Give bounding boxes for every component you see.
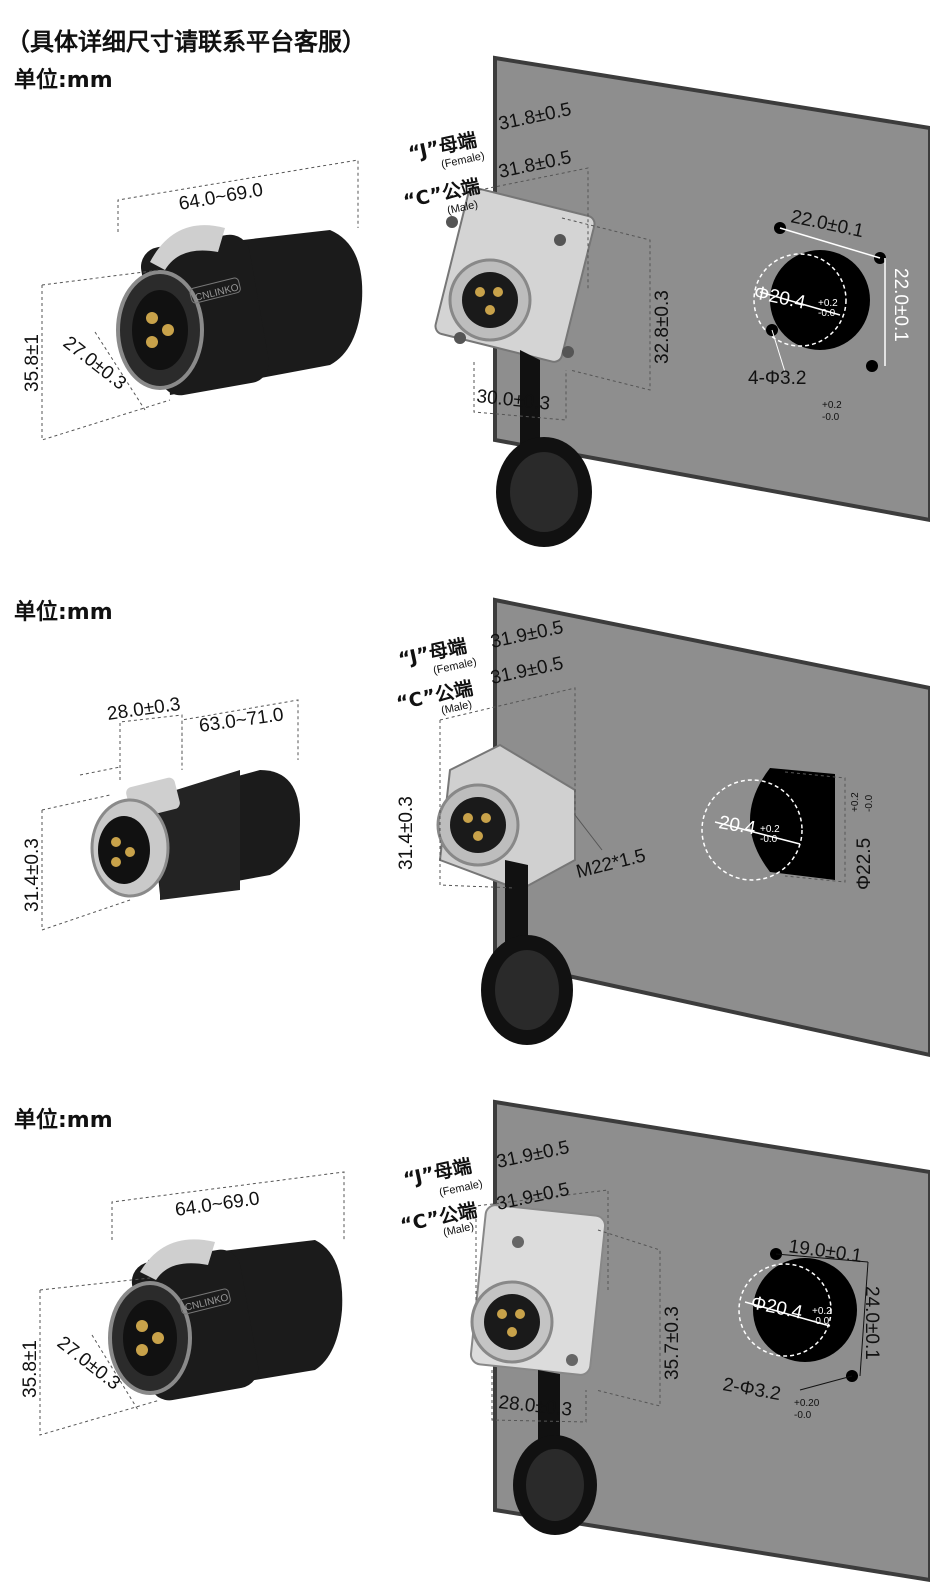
socket-height: 31.4±0.3 (396, 796, 417, 870)
plug-length: 64.0~69.0 (174, 1188, 261, 1221)
plug-height: 35.8±1 (22, 334, 43, 392)
dim-line (779, 227, 881, 259)
unit-label: 单位:mm (14, 600, 113, 625)
dia-tol-minus: -0.0 (818, 308, 836, 319)
dim-line (714, 821, 801, 845)
cutout-spacing-v: 24.0±0.1 (861, 1286, 882, 1360)
holes-tol-plus: +0.2 (822, 400, 842, 411)
diagram-section-2: 20.4 +0.2 -0.0 Φ22.5 +0.2 -0.0 “J”母端 (Fe… (22, 597, 930, 1058)
panel-socket (436, 743, 576, 1045)
holes-tol-plus: +0.20 (794, 1398, 820, 1409)
panel-cutout (770, 250, 870, 350)
dim-line (775, 1253, 869, 1263)
unit-label: 单位:mm (14, 68, 113, 93)
plug-length: 63.0~71.0 (198, 704, 285, 737)
dim-line (744, 1301, 831, 1327)
plug-length: 64.0~69.0 (177, 179, 264, 214)
dia-tol-plus: +0.2 (818, 298, 838, 309)
plug-height: 35.8±1 (20, 1340, 41, 1398)
panel-cutout (750, 768, 835, 880)
cutout-guide (738, 1263, 832, 1357)
plug-height: 31.4±0.3 (22, 838, 43, 912)
cable-plug (90, 770, 300, 900)
panel-cutout (753, 1258, 857, 1362)
dia-tol-plus: +0.2 (812, 1306, 832, 1317)
diagram-section-1: 22.0±0.1 22.0±0.1 Φ20.4 +0.2 -0.0 4-Φ3.2… (22, 55, 930, 547)
dia-tol-plus: +0.2 (850, 792, 861, 812)
dim-line (759, 291, 841, 316)
flat-tol-minus: -0.0 (760, 834, 778, 845)
socket-height: 35.7±0.3 (662, 1306, 683, 1380)
page-note: （具体详细尺寸请联系平台客服） (6, 28, 366, 56)
cable-plug: CNLINKO (116, 225, 363, 396)
cable-plug: CNLINKO (108, 1239, 343, 1401)
cutout-diameter: Φ22.5 (854, 838, 875, 890)
cutout-guide (701, 779, 803, 881)
dia-tol-minus: -0.0 (864, 794, 875, 812)
holes-tol-minus: -0.0 (794, 1410, 812, 1421)
cutout-spacing-v: 22.0±0.1 (890, 268, 911, 342)
flat-tol-plus: +0.2 (760, 824, 780, 835)
dim-line (859, 1261, 869, 1377)
holes-tol-minus: -0.0 (822, 412, 840, 423)
socket-height: 32.8±0.3 (652, 290, 673, 364)
leader-line (799, 1375, 853, 1391)
holes-spec: 4-Φ3.2 (748, 368, 806, 389)
mount-hole (866, 360, 878, 372)
panel-socket (434, 187, 596, 547)
panel-socket (469, 1204, 607, 1535)
diagram-section-3: 19.0±0.1 24.0±0.1 Φ20.4 +0.2 -0.0 2-Φ3.2… (20, 1099, 930, 1583)
cutout-guide (753, 253, 847, 347)
plug-front-length: 28.0±0.3 (106, 694, 182, 725)
dia-tol-minus: -0.0 (812, 1316, 830, 1327)
unit-label: 单位:mm (14, 1108, 113, 1133)
leader-line (771, 329, 786, 373)
